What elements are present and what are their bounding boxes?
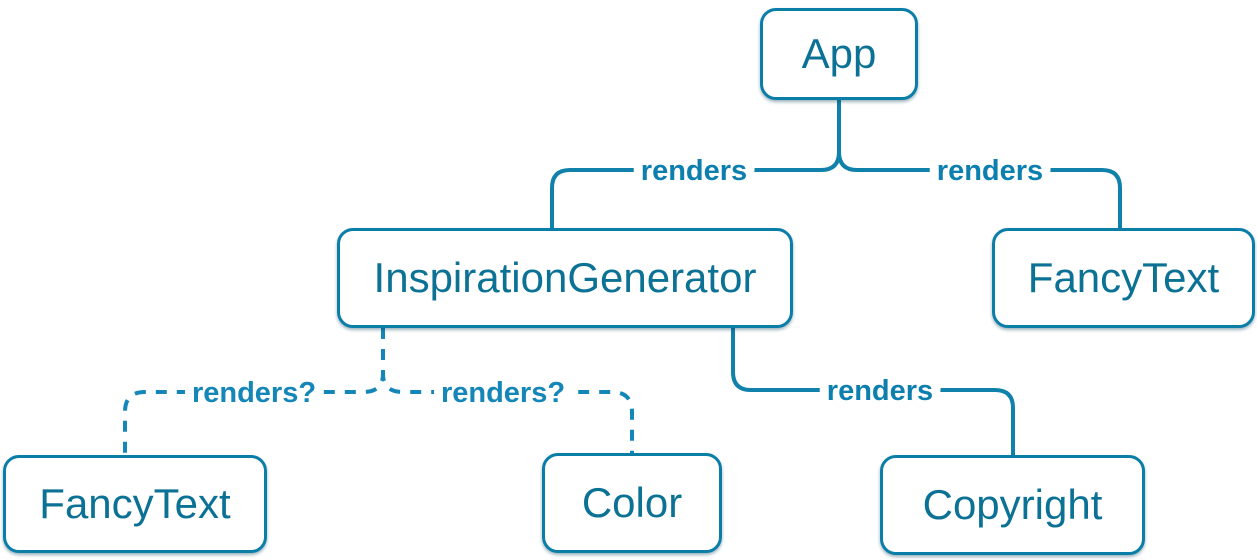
edge-label-renders-copyright: renders bbox=[827, 375, 933, 407]
node-copyright: Copyright bbox=[880, 455, 1145, 555]
edge-app-to-fancy-text bbox=[837, 100, 1122, 232]
edge-inspiration-generator-to-fancy-text bbox=[123, 328, 385, 457]
node-inspiration-generator: InspirationGenerator bbox=[337, 228, 793, 328]
node-app: App bbox=[760, 8, 918, 100]
node-fancy-text-bottom: FancyText bbox=[3, 455, 267, 553]
node-fancy-text-bottom-label: FancyText bbox=[39, 480, 231, 527]
node-app-label: App bbox=[801, 30, 877, 77]
node-copyright-label: Copyright bbox=[922, 481, 1103, 528]
edge-label-app-renders-right: renders bbox=[937, 155, 1043, 187]
edge-inspiration-generator-to-copyright bbox=[731, 328, 1015, 459]
edge-label-app-renders-left: renders bbox=[641, 155, 747, 187]
node-inspiration-generator-label: InspirationGenerator bbox=[373, 254, 757, 301]
edge-label-renders-conditional-right: renders? bbox=[441, 377, 565, 409]
edge-label-renders-conditional-left: renders? bbox=[192, 377, 316, 409]
node-fancy-text-top: FancyText bbox=[992, 228, 1255, 328]
node-color: Color bbox=[542, 453, 722, 553]
node-fancy-text-top-label: FancyText bbox=[1027, 254, 1220, 301]
node-color-label: Color bbox=[581, 479, 683, 526]
